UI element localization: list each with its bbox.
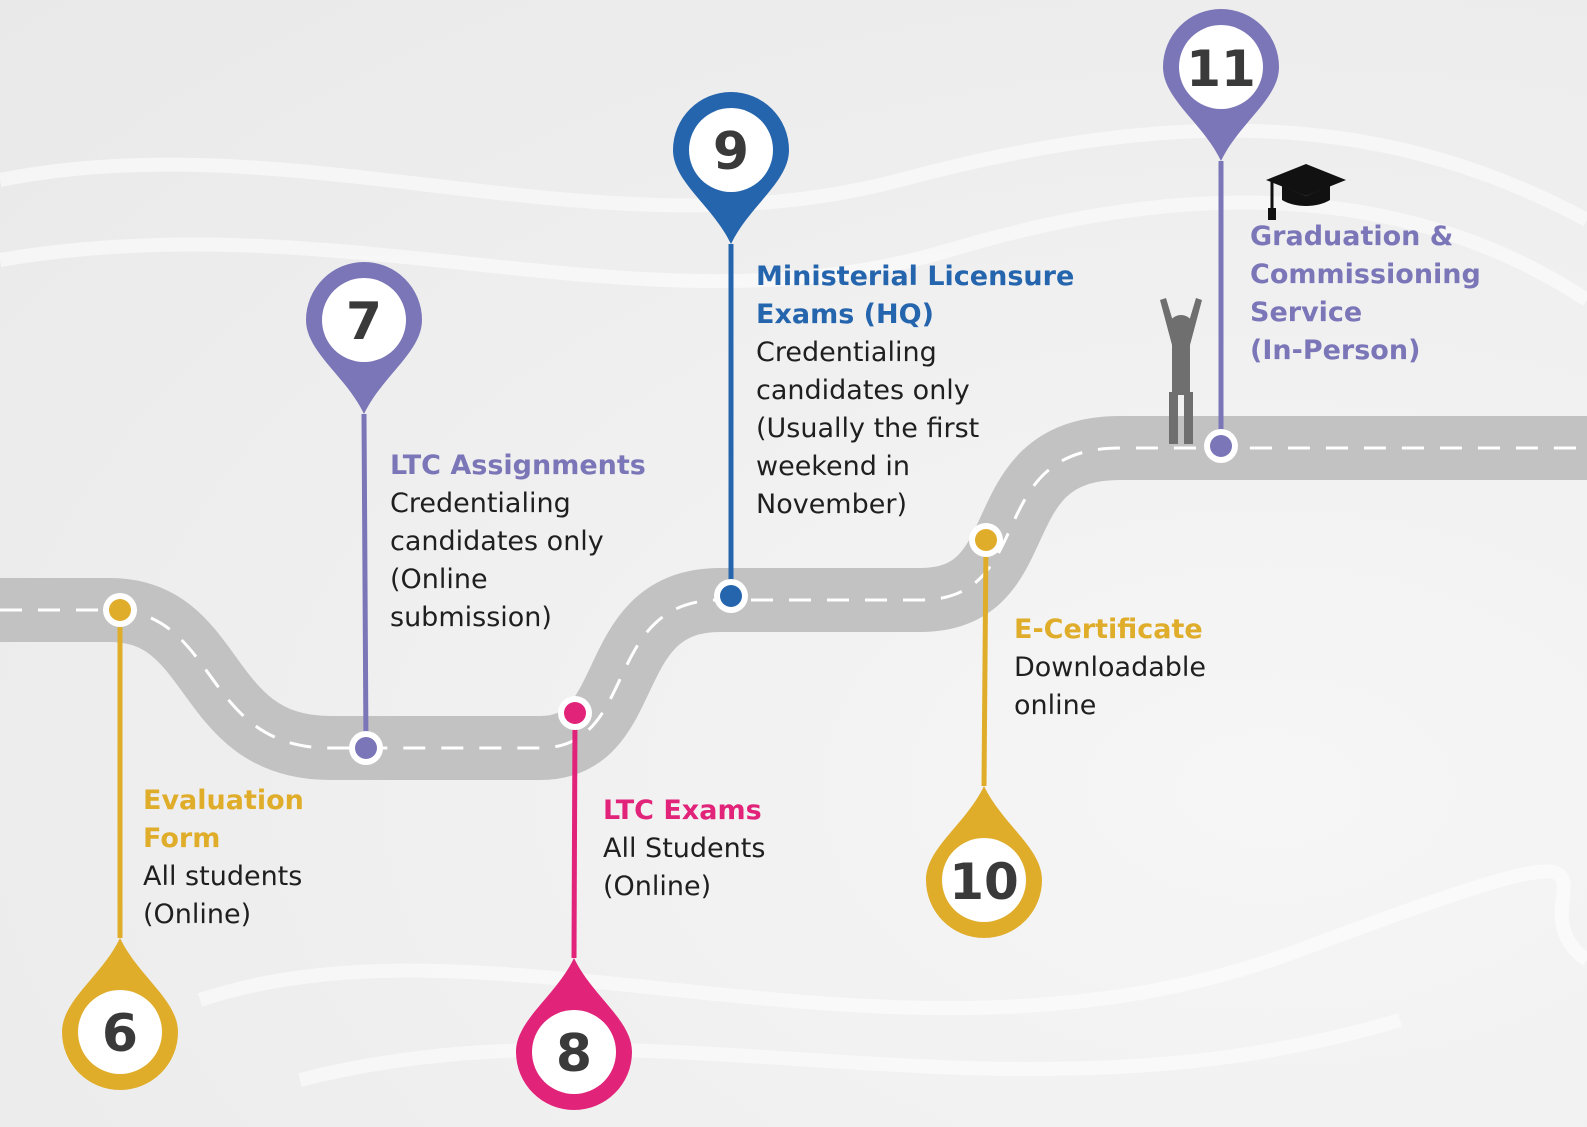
milestone-6-label: Evaluation Form All students (Online) bbox=[143, 782, 304, 934]
milestone-6-marker-face bbox=[78, 990, 162, 1074]
milestone-7-body: Credentialing candidates only (Online su… bbox=[390, 488, 604, 633]
milestone-10-body: Downloadable online bbox=[1014, 652, 1207, 721]
milestone-7-number: 7 bbox=[346, 292, 382, 352]
milestone-11-title: Graduation & Commissioning Service (In-P… bbox=[1250, 221, 1481, 366]
milestone-9-road-dot bbox=[720, 585, 742, 607]
road bbox=[0, 416, 1587, 780]
milestone-8-title: LTC Exams bbox=[603, 795, 762, 826]
milestone-10-marker-face bbox=[942, 838, 1026, 922]
milestone-11-label: Graduation & Commissioning Service (In-P… bbox=[1250, 218, 1481, 370]
milestone-11-number: 11 bbox=[1186, 40, 1256, 98]
milestone-9-pin: 9 bbox=[673, 92, 789, 613]
milestone-9-number: 9 bbox=[713, 122, 749, 182]
milestone-7-pin: 7 bbox=[306, 262, 422, 765]
milestone-6-body: All students (Online) bbox=[143, 861, 303, 930]
road-center-dashes bbox=[0, 446, 1587, 750]
milestone-8-number: 8 bbox=[556, 1024, 592, 1084]
pins-layer: 6 7 8 9 10 11 bbox=[61, 9, 1279, 1110]
milestone-11-road-dot bbox=[1210, 435, 1232, 457]
person-arms-raised-icon bbox=[1160, 298, 1202, 444]
milestone-6-title: Evaluation Form bbox=[143, 785, 304, 854]
milestone-7-marker-face bbox=[322, 278, 406, 362]
milestone-10-number: 10 bbox=[949, 853, 1019, 911]
background-swirls bbox=[0, 123, 1587, 1087]
graduation-cap-icon bbox=[1266, 164, 1346, 220]
milestone-6-pin: 6 bbox=[61, 593, 178, 1091]
milestone-8-label: LTC Exams All Students (Online) bbox=[603, 792, 765, 906]
milestone-10-stem bbox=[981, 539, 989, 787]
milestone-9-marker-face bbox=[689, 108, 773, 192]
milestone-10-pin: 10 bbox=[926, 523, 1042, 938]
milestone-7-stem bbox=[361, 413, 369, 749]
milestone-10-road-dot bbox=[975, 529, 997, 551]
milestone-8-body: All Students (Online) bbox=[603, 833, 766, 902]
milestone-7-title: LTC Assignments bbox=[390, 450, 646, 481]
milestone-7-label: LTC Assignments Credentialing candidates… bbox=[390, 447, 646, 637]
milestone-10-title: E-Certificate bbox=[1014, 614, 1203, 645]
milestone-9-label: Ministerial Licensure Exams (HQ) Credent… bbox=[756, 258, 1074, 524]
milestone-8-stem bbox=[571, 712, 578, 959]
milestone-8-pin: 8 bbox=[516, 696, 632, 1110]
milestone-9-body: Credentialing candidates only (Usually t… bbox=[756, 337, 980, 520]
milestone-8-road-dot bbox=[564, 702, 586, 724]
milestone-9-title: Ministerial Licensure Exams (HQ) bbox=[756, 261, 1075, 330]
milestone-11-pin: 11 bbox=[1163, 9, 1279, 463]
milestone-10-label: E-Certificate Downloadable online bbox=[1014, 611, 1206, 725]
milestone-8-marker-face bbox=[532, 1010, 616, 1094]
milestone-6-number: 6 bbox=[102, 1004, 138, 1064]
milestone-6-road-dot bbox=[109, 599, 131, 621]
milestone-11-marker-face bbox=[1179, 25, 1263, 109]
milestone-7-road-dot bbox=[355, 737, 377, 759]
